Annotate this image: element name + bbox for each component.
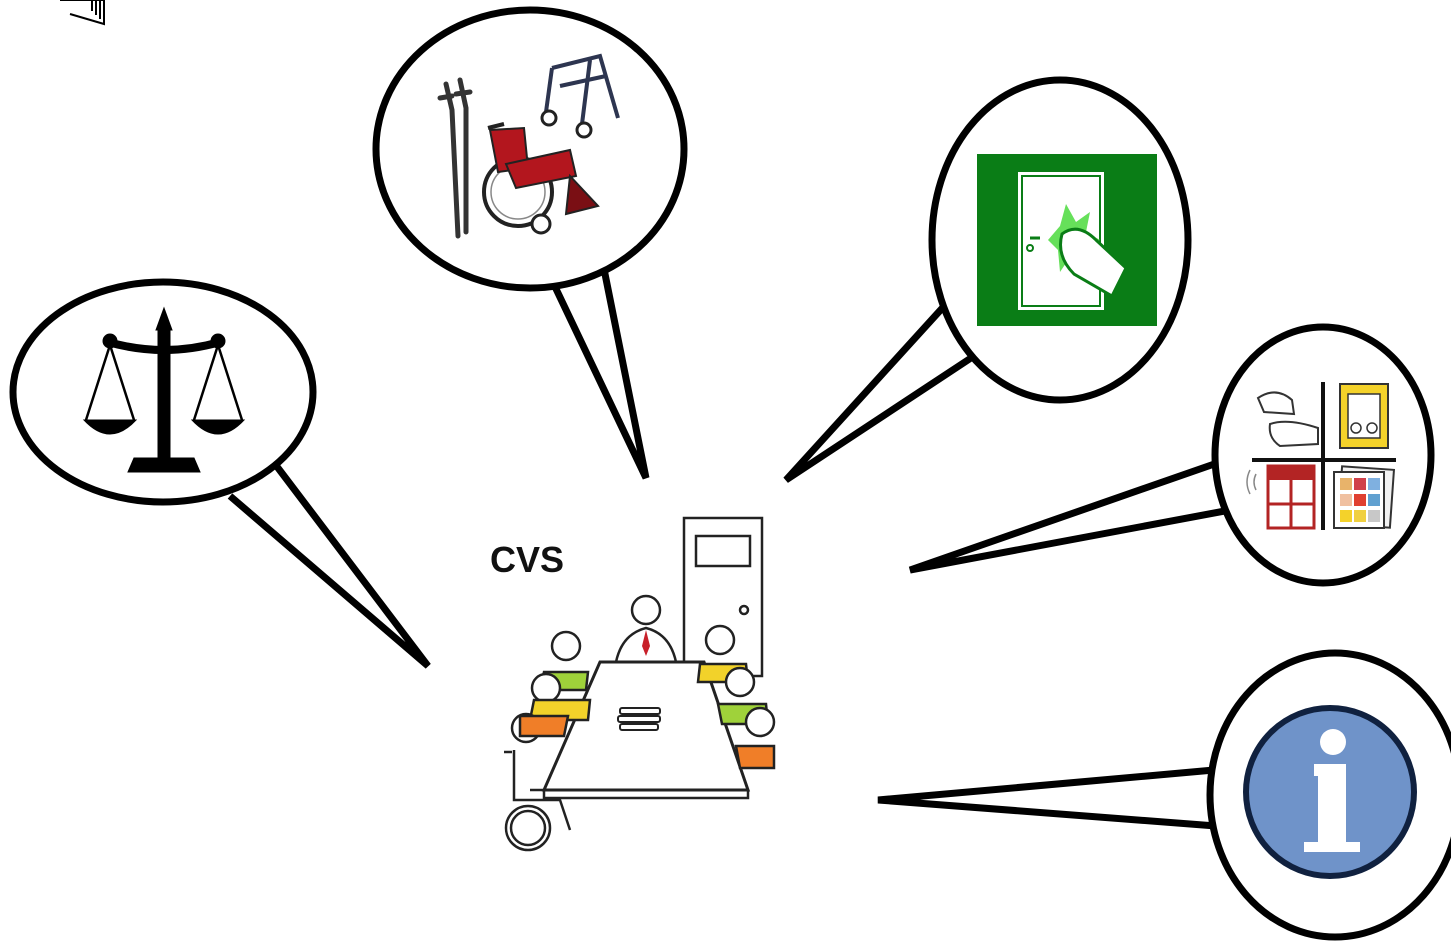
speech-bubble-communication [908,323,1435,587]
chairperson-icon [614,594,678,664]
emergency-exit-door-icon [977,154,1157,326]
speech-bubble-justice [9,278,431,669]
cvs-meeting-illustration: CVS [490,516,776,852]
participant-icon [734,706,776,770]
communication-systems-icon [1246,382,1396,530]
documents-icon [617,707,661,731]
communication-book-icon [1339,383,1389,449]
speech-bubble-emergency-exit [783,76,1192,483]
picture-board-icon [1333,465,1396,529]
information-icon [1243,705,1417,879]
mobility-aids-icon [437,53,620,239]
voice-output-device-icon [1246,464,1316,530]
speech-bubble-mobility [372,6,688,480]
wheelchair-user-icon [504,750,572,852]
corner-fragment-icon [60,0,105,26]
scales-of-justice-icon [82,306,246,473]
speech-bubble-information [877,649,1451,941]
cvs-label: CVS [490,539,564,580]
sign-language-hands-icon [1256,391,1319,448]
participant-icon [510,712,570,744]
